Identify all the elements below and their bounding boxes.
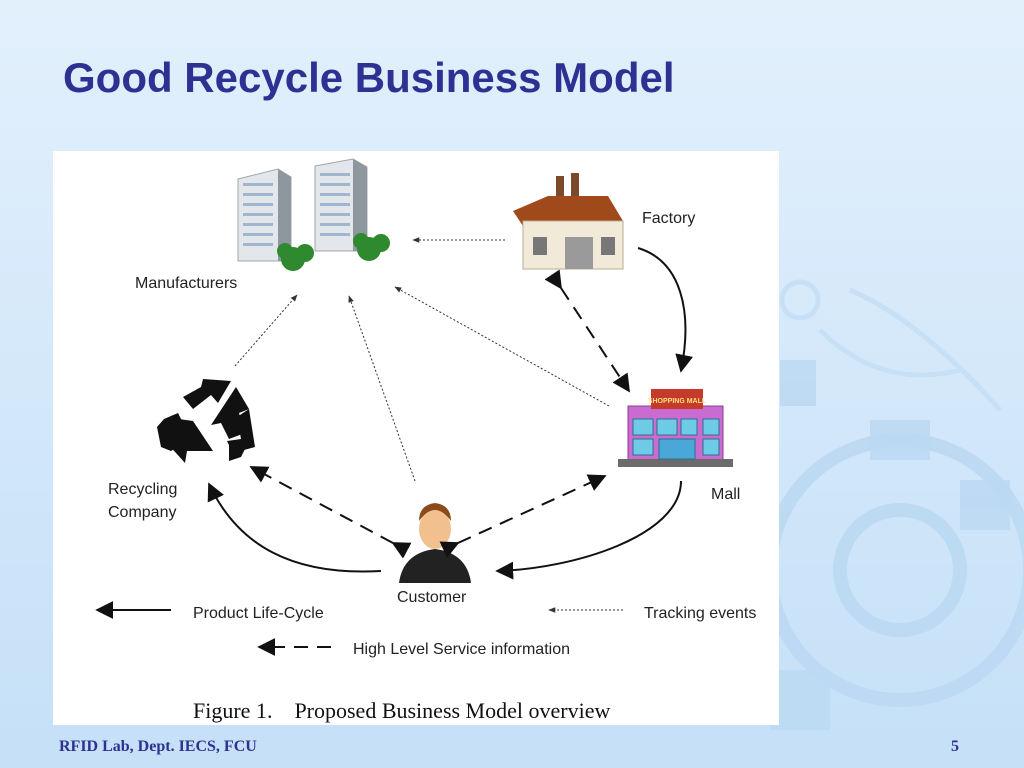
legend: Product Life-Cycle Tracking events High … [95,601,756,658]
recycling-label-line2: Company [108,504,176,521]
page-number: 5 [951,738,959,755]
mall-label: Mall [711,486,740,503]
service-arrow-customer-mall [439,474,607,558]
diagram-canvas: Manufacturers Factory SHOPPING MALL [95,158,756,723]
manufacturers-label: Manufacturers [135,275,237,292]
legend-product-life-cycle: Product Life-Cycle [193,605,324,622]
recycling-label-line1: Recycling [108,481,177,498]
tracking-arrow-customer-to-manufacturers [348,295,416,482]
manufacturers-building-icon [237,158,390,271]
legend-tracking-events: Tracking events [644,605,756,622]
figure-caption: Figure 1. Proposed Business Model overvi… [193,698,610,723]
factory-label: Factory [642,210,695,227]
lifecycle-arrow-mall-to-customer [495,480,682,580]
legend-high-level-service: High Level Service information [353,641,570,658]
mall-sign-text: SHOPPING MALL [648,398,707,405]
lifecycle-arrow-factory-to-mall [637,247,693,373]
mall-icon: SHOPPING MALL [618,389,733,467]
factory-icon [513,173,624,270]
business-model-figure: Manufacturers Factory SHOPPING MALL [53,151,779,725]
lifecycle-arrow-customer-to-recycling [207,482,382,573]
service-arrow-factory-mall [544,269,630,393]
slide-title: Good Recycle Business Model [63,54,675,101]
customer-label: Customer [397,589,467,606]
recycling-icon [157,379,255,463]
tracking-arrow-mall-to-manufacturers [394,286,610,407]
tracking-arrow-recycling-to-manufacturers [234,294,298,367]
service-arrow-customer-recycling [249,466,412,559]
watermark-emblem [763,279,1024,730]
footer-lab-name: RFID Lab, Dept. IECS, FCU [59,738,257,755]
